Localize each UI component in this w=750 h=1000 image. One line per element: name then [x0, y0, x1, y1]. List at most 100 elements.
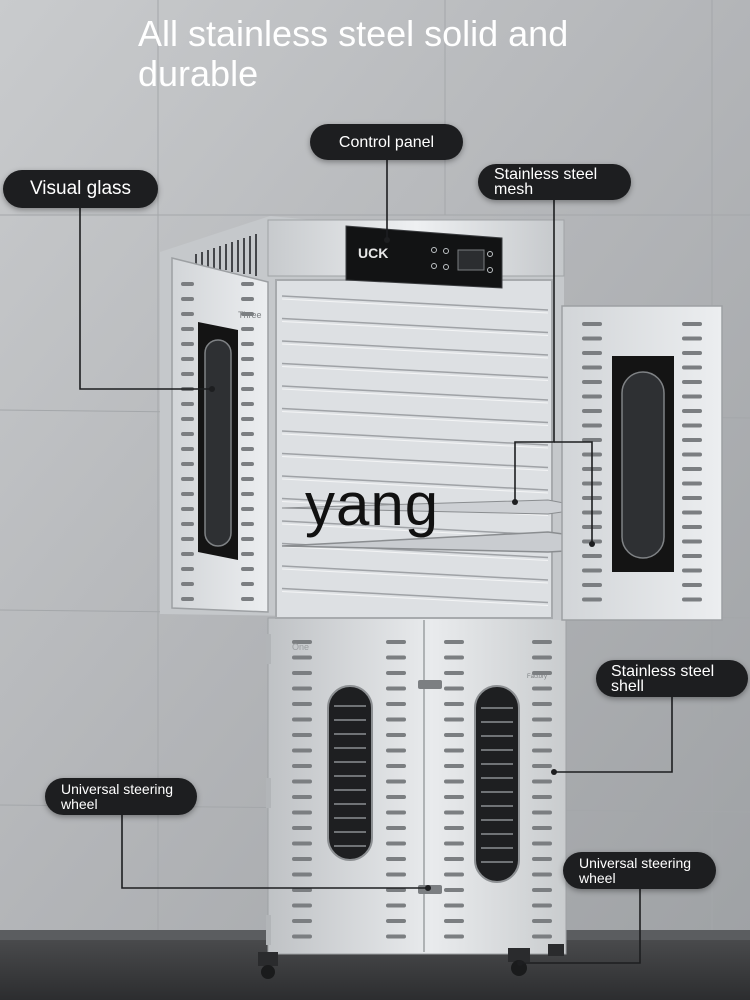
tray-shelf-highlight	[281, 343, 549, 359]
vent-slot	[682, 452, 702, 457]
vent-slot	[682, 409, 702, 413]
vent-slot	[444, 934, 464, 939]
vent-slot	[292, 733, 312, 737]
vent-slot	[292, 934, 312, 939]
vent-slot	[386, 934, 406, 939]
vent-slot	[241, 417, 254, 421]
vent-slot	[444, 872, 464, 877]
lower-right-window	[474, 685, 520, 883]
vent-slot	[241, 387, 254, 391]
vent-slot	[386, 717, 406, 722]
lower-left-window-trays	[334, 705, 366, 847]
vent-slot	[292, 686, 312, 691]
vent-slot	[292, 779, 312, 784]
vent-slot	[181, 402, 194, 406]
vent-slot	[292, 795, 312, 799]
vent-slot	[292, 872, 312, 877]
vent-slot	[532, 903, 552, 908]
vent-slot	[386, 919, 406, 923]
vent-slot	[582, 597, 602, 602]
vent-slot	[181, 522, 194, 526]
vent-slot	[532, 748, 552, 753]
vent-slot	[241, 342, 254, 346]
vent-slot	[532, 934, 552, 939]
vent-slot	[532, 733, 552, 737]
vent-slot	[532, 655, 552, 660]
vent-slot	[532, 764, 552, 768]
vent-slot	[386, 779, 406, 784]
vent-slot	[444, 686, 464, 691]
vent-slot	[292, 826, 312, 830]
lower-left-mark: One	[292, 642, 309, 652]
vent-slot	[181, 282, 194, 286]
caster-wheels	[258, 944, 564, 979]
tray-shelf-highlight	[281, 546, 549, 561]
vent-slot	[582, 438, 602, 442]
vent-slot	[532, 888, 552, 892]
lower-right-mark: Factory	[527, 674, 547, 680]
callout-visual-glass-label: Visual glass	[29, 178, 132, 199]
vent-slot	[682, 351, 702, 355]
vent-slot	[532, 872, 552, 877]
vent-slot	[181, 432, 194, 436]
vent-slot	[181, 567, 194, 571]
callout-stainless-steel-mesh-label: Stainless steel mesh	[494, 166, 598, 198]
leader-lines	[79, 158, 673, 964]
tray-shelf	[281, 475, 549, 491]
vent-slot	[444, 826, 464, 830]
vent-slot	[386, 872, 406, 877]
watermark: yang	[305, 471, 440, 538]
vent-slot	[292, 717, 312, 722]
vent-slot	[444, 640, 464, 644]
vent-slot	[444, 857, 464, 861]
vent-slot	[682, 481, 702, 486]
right-door	[561, 305, 723, 621]
vent-slot	[444, 717, 464, 722]
callout-stainless-steel-mesh: Stainless steel mesh	[478, 164, 631, 200]
vent-slot	[682, 365, 702, 370]
vent-slot	[386, 748, 406, 753]
chamber-interior	[275, 279, 553, 619]
vent-slot	[241, 297, 254, 301]
tray-shelf	[281, 385, 549, 401]
vent-slot	[582, 380, 602, 384]
vent-slot	[444, 671, 464, 675]
vent-slot	[386, 733, 406, 737]
callout-universal-steering-wheel-right: Universal steering wheel	[563, 852, 716, 889]
vent-slot	[241, 312, 254, 316]
vent-slot	[532, 857, 552, 861]
vent-slot	[386, 686, 406, 691]
vent-slot	[582, 336, 602, 341]
vent-slot	[241, 372, 254, 376]
tray-shelf-highlight	[281, 456, 549, 471]
vent-slot	[386, 841, 406, 846]
vent-slot	[292, 640, 312, 644]
vent-slot	[241, 507, 254, 511]
vent-slot	[386, 655, 406, 660]
tray-shelf-highlight	[281, 411, 549, 426]
vent-slot	[241, 537, 254, 541]
leader-dot-icon	[209, 237, 595, 966]
vent-slot	[292, 841, 312, 846]
vent-slot	[241, 597, 254, 601]
tray-shelf	[281, 430, 549, 446]
vent-slot	[241, 327, 254, 331]
digital-readout	[457, 249, 485, 271]
tray-shelf	[281, 452, 549, 469]
vent-slot	[444, 748, 464, 753]
vent-slot	[444, 795, 464, 799]
callout-universal-steering-wheel-left-label: Universal steering wheel	[61, 780, 174, 812]
vent-slot	[444, 919, 464, 923]
vent-slot	[386, 888, 406, 892]
vent-slot	[582, 554, 602, 558]
tray-shelf	[281, 317, 549, 334]
vent-slot	[532, 810, 552, 815]
vent-slot	[532, 717, 552, 722]
vent-slot	[386, 671, 406, 675]
vent-slot	[582, 568, 602, 573]
tray-shelf-highlight	[281, 478, 549, 494]
vent-slot	[444, 810, 464, 815]
vent-slot	[582, 351, 602, 355]
tray-shelf	[281, 520, 549, 536]
vent-slot	[241, 567, 254, 571]
